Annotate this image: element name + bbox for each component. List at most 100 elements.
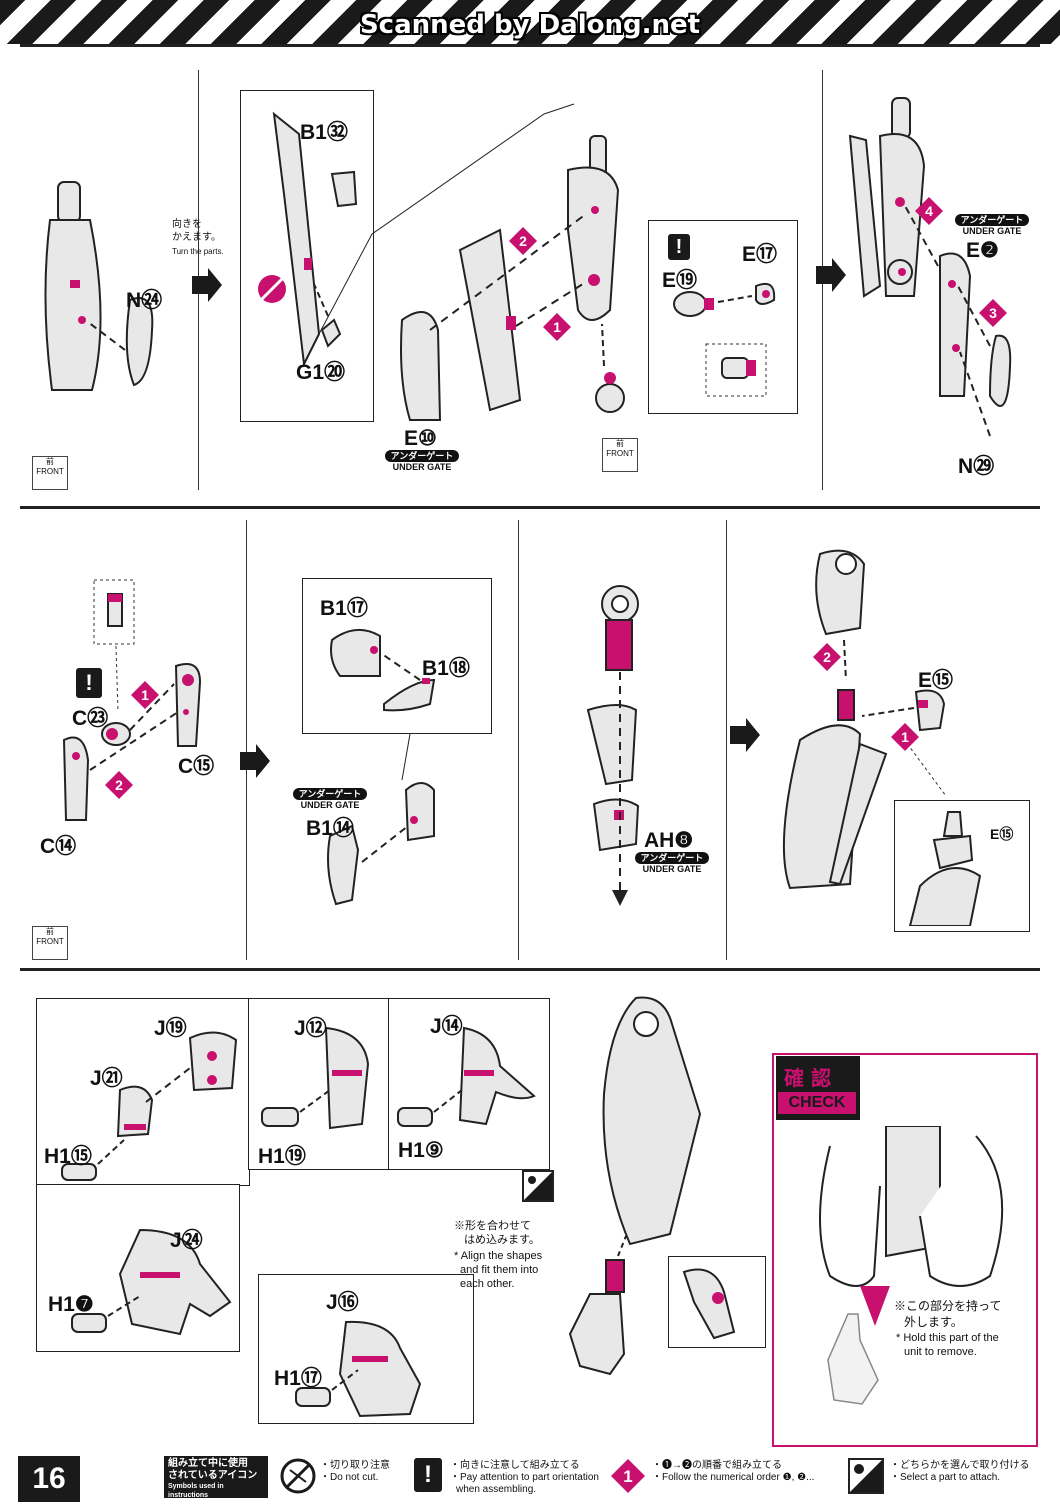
row-divider-2 xyxy=(20,968,1040,971)
label-e17: E⑰ xyxy=(742,243,778,266)
legend-item-select-en: ・Select a part to attach. xyxy=(890,1472,1001,1483)
step-badge-2c: 2 xyxy=(813,643,841,671)
check-badge-en: CHECK xyxy=(778,1092,856,1114)
label-j24: J㉔ xyxy=(170,1229,203,1252)
turn-note-jp-1: 向きを xyxy=(172,219,202,230)
top-rule xyxy=(20,44,1040,47)
svg-text:1: 1 xyxy=(623,1467,632,1486)
label-j19: J⑲ xyxy=(154,1017,187,1040)
legend-item-order-en: ・Follow the numerical order ❶, ❷... xyxy=(652,1472,815,1483)
leg-part-n24-illustration xyxy=(44,181,154,391)
legend-item-cut-en: ・Do not cut. xyxy=(320,1472,379,1483)
label-n29: N㉙ xyxy=(958,455,995,478)
detail-e15-illustration xyxy=(908,811,982,926)
svg-text:2: 2 xyxy=(519,233,527,249)
front-icon-jp: 前 xyxy=(46,457,54,466)
step-badge-2b: 2 xyxy=(105,771,133,799)
svg-text:1: 1 xyxy=(553,319,561,335)
check-note-en-1: * Hold this part of the xyxy=(896,1332,999,1344)
label-ah8: AH❽ xyxy=(644,829,694,852)
arm-assembly-e15-illustration xyxy=(782,549,947,890)
step-badge-4: 4 xyxy=(915,197,943,225)
wrist-detail-illustration xyxy=(682,1268,736,1340)
plate-b132-illustration xyxy=(258,103,575,368)
label-b132: B1㉜ xyxy=(300,121,348,144)
svg-text:3: 3 xyxy=(989,305,997,321)
attention-icon-2: ! xyxy=(76,668,102,698)
select-part-icon xyxy=(522,1170,554,1202)
row2-sep-3 xyxy=(726,520,727,960)
align-note-jp-1: ※形を合わせて xyxy=(454,1220,531,1232)
legend-heading: 組み立て中に使用 されているアイコン Symbols used in instr… xyxy=(164,1456,268,1499)
check-note-jp-2: 外します。 xyxy=(904,1315,963,1329)
turn-note-en: Turn the parts. xyxy=(172,247,224,256)
step-arrow-3 xyxy=(240,744,270,778)
legend-en: Symbols used in instructions xyxy=(168,1483,224,1499)
header-hatch-band xyxy=(0,0,1060,44)
label-c15: C⑮ xyxy=(178,755,215,778)
label-j12: J⑫ xyxy=(294,1017,327,1040)
label-h119: H1⑲ xyxy=(258,1145,306,1168)
check-badge: 確 認 CHECK xyxy=(776,1056,860,1120)
label-j16: J⑯ xyxy=(326,1291,359,1314)
label-g120: G1⑳ xyxy=(296,361,346,384)
do-not-cut-icon xyxy=(280,1458,316,1494)
label-b118: B1⑱ xyxy=(422,657,470,680)
align-note-en-1: * Align the shapes xyxy=(454,1250,543,1262)
step-badge-1c: 1 xyxy=(891,723,919,751)
step-arrow-2 xyxy=(816,258,846,292)
label-b114: B1⑭ xyxy=(306,817,354,840)
shoulder-b1-illustration xyxy=(327,629,436,906)
step-order-legend-icon: 1 xyxy=(611,1459,645,1493)
page-number: 16 xyxy=(18,1456,80,1502)
check-note-jp-1: ※この部分を持って xyxy=(894,1299,1002,1313)
attention-icon: ! xyxy=(668,234,690,260)
label-c23: C㉓ xyxy=(72,707,109,730)
label-e10: E⑩ xyxy=(404,427,437,450)
label-e15-detail: E⑮ xyxy=(990,826,1014,842)
svg-text:2: 2 xyxy=(823,649,831,665)
align-note-en-3: each other. xyxy=(460,1278,515,1290)
row-divider-1 xyxy=(20,506,1040,509)
label-e2: E❷ xyxy=(966,239,999,262)
legend-item-order-jp: ・❶→❷の順番で組み立てる xyxy=(652,1460,782,1471)
legend-item-cut-jp: ・切り取り注意 xyxy=(320,1460,390,1471)
legend-jp-1: 組み立て中に使用 xyxy=(168,1458,248,1469)
svg-text:2: 2 xyxy=(115,777,123,793)
arm-with-hand-illustration xyxy=(568,996,702,1376)
attention-legend-icon: ! xyxy=(414,1458,442,1492)
step-badge-1: 1 xyxy=(543,313,571,341)
step-arrow-4 xyxy=(730,718,760,752)
label-h17: H1❼ xyxy=(48,1293,94,1316)
svg-text:1: 1 xyxy=(901,729,909,745)
step-badge-2: 2 xyxy=(509,227,537,255)
label-b117: B1⑰ xyxy=(320,597,368,620)
label-j14: J⑭ xyxy=(430,1015,463,1038)
front-icon: 前 FRONT xyxy=(32,456,68,490)
row2-sep-2 xyxy=(518,520,519,960)
legend-item-order: ・❶→❷の順番で組み立てる ・Follow the numerical orde… xyxy=(652,1460,814,1484)
label-e15: E⑮ xyxy=(918,669,954,692)
arm-parts-c-illustration xyxy=(62,579,202,821)
align-note-en-2: and fit them into xyxy=(460,1264,539,1276)
legend-item-select: ・どちらかを選んで取り付ける ・Select a part to attach. xyxy=(890,1460,1030,1484)
legend-item-orientation-en: ・Pay attention to part orientation xyxy=(450,1472,599,1483)
select-legend-icon xyxy=(848,1458,884,1494)
check-badge-jp: 確 認 xyxy=(784,1066,831,1090)
svg-text:4: 4 xyxy=(925,203,933,219)
joint-ah8-illustration xyxy=(586,585,640,906)
step-badge-1b: 1 xyxy=(131,681,159,709)
scan-banner: Scanned by Dalong.net xyxy=(359,10,701,40)
joint-e19-illustration xyxy=(673,282,776,397)
row2-sep-1 xyxy=(246,520,247,960)
legend-jp-2: されているアイコン xyxy=(168,1470,258,1481)
label-h19: H1⑨ xyxy=(398,1139,444,1162)
label-n24: N㉔ xyxy=(126,289,163,312)
hand-removed-illustration xyxy=(827,1313,879,1405)
legend-item-cut: ・切り取り注意 ・Do not cut. xyxy=(320,1460,390,1484)
